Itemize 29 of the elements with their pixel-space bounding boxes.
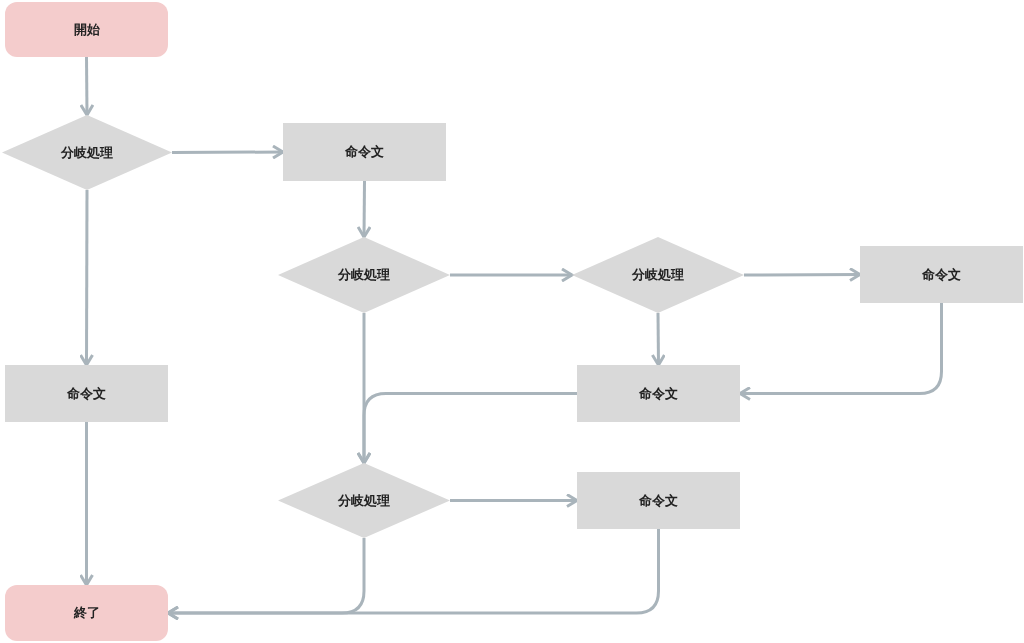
- node-label: 分岐処理: [338, 491, 390, 510]
- node-label: 命令文: [922, 265, 961, 284]
- arrow: [356, 181, 372, 239]
- arrow: [79, 422, 94, 587]
- node-label: 終了: [73, 604, 100, 622]
- process-box: [283, 123, 446, 181]
- arrow: [79, 57, 95, 117]
- arrow: [79, 190, 95, 367]
- arrow: [172, 144, 285, 160]
- node-label: 命令文: [639, 491, 678, 510]
- node-label: 分岐処理: [61, 143, 113, 162]
- arrow: [450, 267, 574, 283]
- process-box: [577, 365, 740, 422]
- process-box: [5, 365, 168, 422]
- terminal-box: [5, 2, 168, 57]
- process-box: [860, 246, 1023, 303]
- arrow: [450, 493, 579, 508]
- node-label: 開始: [73, 20, 100, 39]
- node-label: 分岐処理: [338, 266, 390, 284]
- arrow: [744, 267, 862, 283]
- process-box: [577, 472, 740, 529]
- arrow: [166, 529, 660, 621]
- arrow: [650, 313, 666, 367]
- node-label: 命令文: [67, 384, 106, 403]
- node-label: 命令文: [345, 143, 384, 161]
- node-label: 分岐処理: [632, 266, 684, 284]
- terminal-box: [5, 585, 168, 641]
- node-label: 命令文: [639, 384, 678, 403]
- arrow: [356, 313, 372, 465]
